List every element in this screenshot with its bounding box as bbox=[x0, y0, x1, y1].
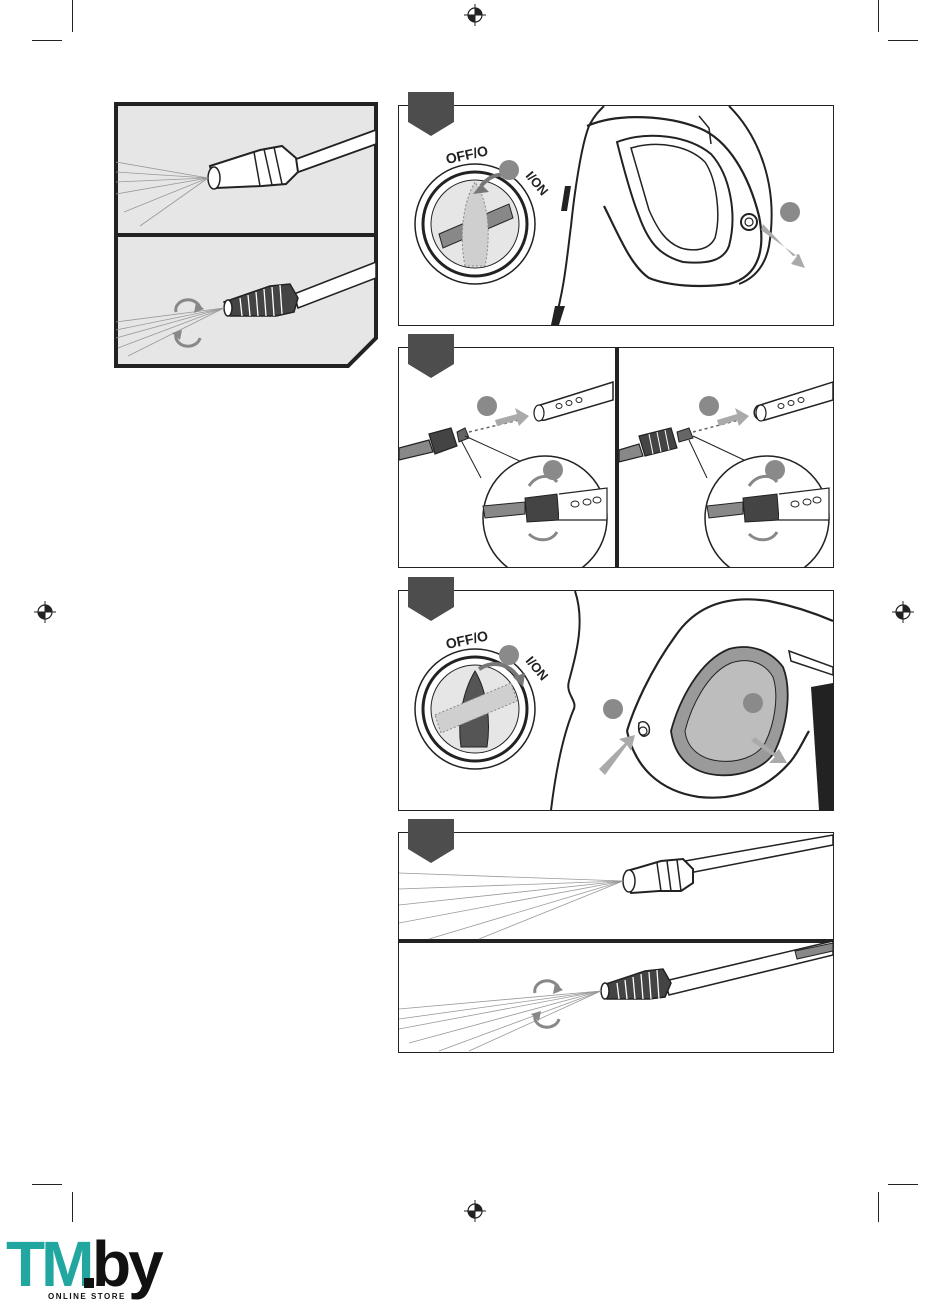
nozzle-types-panel bbox=[114, 102, 380, 368]
step-marker bbox=[603, 699, 623, 719]
step-marker bbox=[699, 396, 719, 416]
step-marker bbox=[499, 645, 519, 665]
switch-off-label: OFF/O bbox=[444, 142, 489, 167]
step-4-panel bbox=[398, 832, 834, 1053]
step-tab bbox=[408, 334, 454, 378]
fan-spray-illustration bbox=[399, 835, 833, 939]
crop-mark bbox=[32, 1184, 62, 1185]
registration-mark-icon bbox=[892, 601, 914, 623]
step-tab bbox=[408, 577, 454, 621]
step-1-panel: OFF/O I/ON bbox=[398, 105, 834, 326]
registration-mark-icon bbox=[464, 4, 486, 26]
crop-mark bbox=[72, 1192, 73, 1222]
step-marker bbox=[477, 396, 497, 416]
crop-mark bbox=[878, 0, 879, 32]
crop-mark bbox=[72, 0, 73, 32]
step-marker bbox=[765, 460, 785, 480]
logo-tm-text: TM bbox=[6, 1232, 90, 1296]
crop-mark bbox=[32, 40, 62, 41]
step-marker bbox=[743, 693, 763, 713]
registration-mark-icon bbox=[34, 601, 56, 623]
step-3-panel: OFF/O I/ON bbox=[398, 590, 834, 811]
step-tab bbox=[408, 92, 454, 136]
step-marker bbox=[499, 160, 519, 180]
logo-by-text: by bbox=[92, 1232, 161, 1296]
hose-connection-right bbox=[619, 382, 833, 567]
logo-tagline: ONLINE STORE bbox=[46, 1292, 128, 1301]
crop-mark bbox=[888, 40, 918, 41]
step-2-panel bbox=[398, 347, 834, 568]
step-marker bbox=[543, 460, 563, 480]
turbo-spray-illustration bbox=[399, 941, 833, 1051]
switch-off-label: OFF/O bbox=[444, 627, 489, 652]
crop-mark bbox=[878, 1192, 879, 1222]
push-arrow-icon bbox=[599, 735, 635, 775]
step-marker bbox=[780, 202, 800, 222]
hose-connection-left bbox=[399, 382, 613, 567]
tmby-logo: TM by ONLINE STORE bbox=[6, 1232, 156, 1304]
step-tab bbox=[408, 819, 454, 863]
registration-mark-icon bbox=[464, 1200, 486, 1222]
crop-mark bbox=[888, 1184, 918, 1185]
